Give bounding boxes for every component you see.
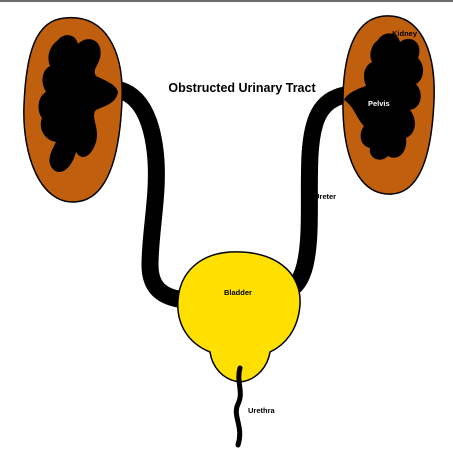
left-kidney — [24, 18, 122, 202]
urethra-label: Urethra — [248, 406, 276, 415]
pelvis-label: Pelvis — [368, 99, 390, 108]
bladder-label: Bladder — [224, 288, 252, 297]
ureter-label: Ureter — [314, 192, 336, 201]
kidney-label: Kidney — [392, 29, 418, 38]
diagram-title: Obstructed Urinary Tract — [168, 81, 316, 95]
urethra — [236, 368, 240, 445]
bladder — [178, 252, 300, 382]
